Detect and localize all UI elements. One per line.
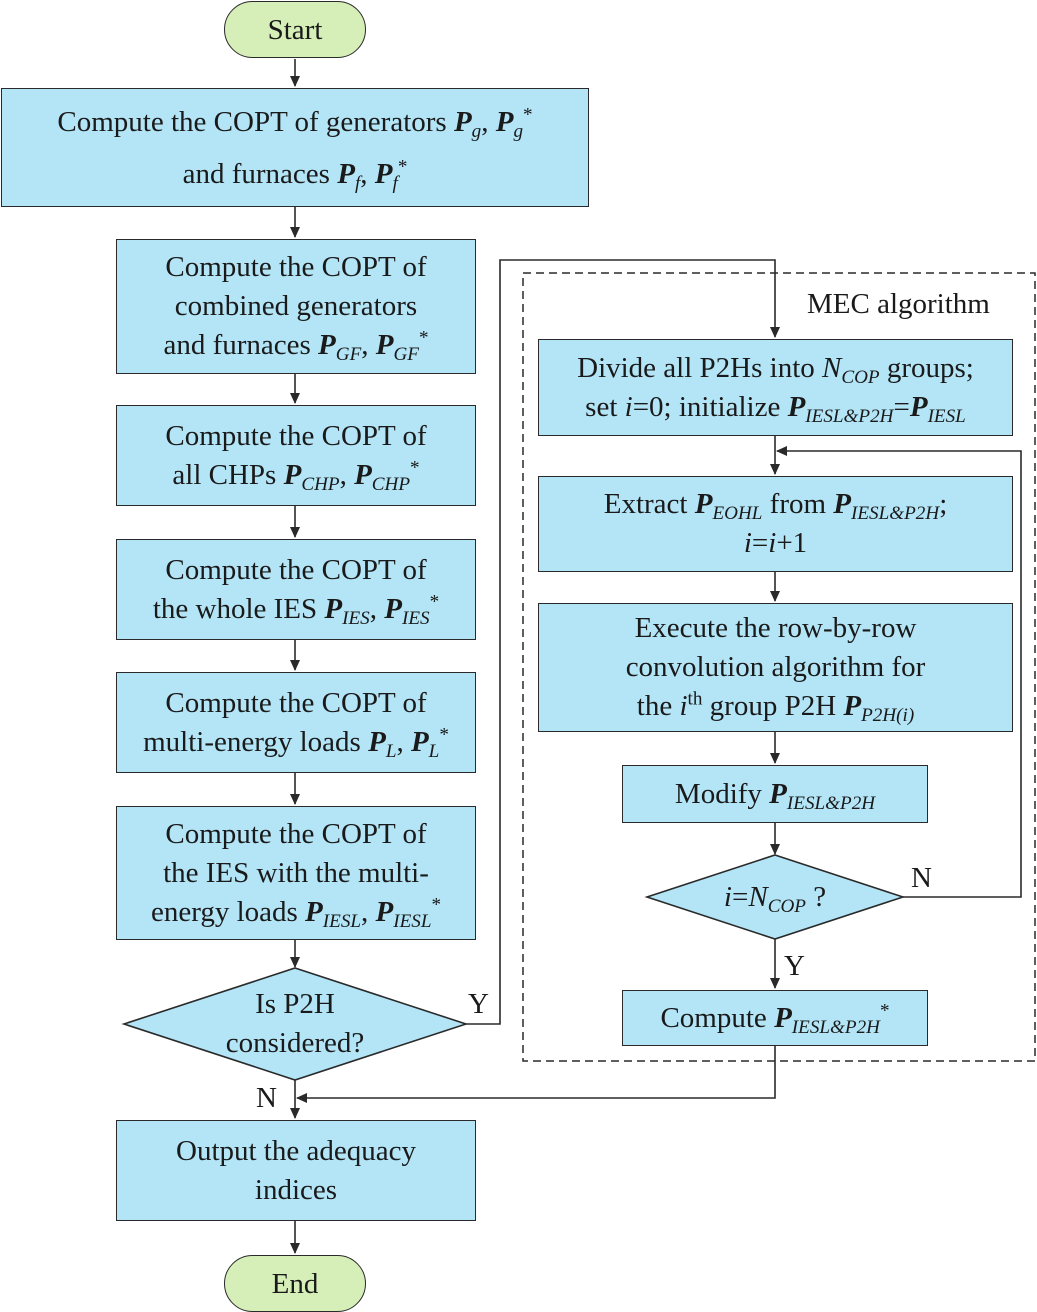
- arrow-yes-to-mec: [466, 259, 780, 1025]
- arrow-compute-to-output: [296, 1046, 776, 1103]
- copt-iesl-line2: the IES with the multi-: [163, 856, 429, 889]
- copt-iesl-line1: Compute the COPT of: [165, 817, 427, 850]
- copt-iesl-box: Compute the COPT of the IES with the mul…: [116, 806, 476, 940]
- mec-modify-box: Modify PIESL&P2H: [622, 765, 928, 823]
- copt-generators-furnaces-line1: Compute the COPT of generators Pg, Pg*: [57, 103, 533, 142]
- mec-divide-line1: Divide all P2Hs into NCOP groups;: [577, 351, 974, 388]
- label-no-p2h: N: [256, 1082, 277, 1114]
- copt-loads-box: Compute the COPT of multi-energy loads P…: [116, 672, 476, 773]
- copt-combined-gf-line2: combined generators: [174, 290, 418, 322]
- label-yes-loop: Y: [784, 950, 805, 982]
- copt-combined-gf-line3: and furnaces PGF, PGF*: [163, 327, 429, 366]
- mec-compute-box: Compute PIESL&P2H*: [622, 990, 928, 1046]
- output-line1: Output the adequacy: [176, 1134, 416, 1167]
- mec-extract-line2: i=i+1: [743, 527, 808, 559]
- output-line2: indices: [254, 1173, 338, 1206]
- arrow-no-loop-back: [776, 446, 1022, 898]
- copt-iesl-line3: energy loads PIESL, PIESL*: [150, 893, 442, 932]
- mec-modify-line: Modify PIESL&P2H: [674, 778, 876, 815]
- copt-chp-line2: all CHPs PCHP, PCHP*: [172, 456, 420, 495]
- start-label: Start: [267, 13, 323, 46]
- mec-execute-box: Execute the row-by-row convolution algor…: [538, 603, 1013, 732]
- copt-loads-line2: multi-energy loads PL, PL*: [143, 723, 449, 762]
- start-terminal: Start: [224, 1, 366, 58]
- copt-ies-line1: Compute the COPT of: [165, 553, 427, 586]
- mec-divide-line2: set i=0; initialize PIESL&P2H=PIESL: [585, 390, 966, 427]
- p2h-decision-line1: Is P2H: [255, 988, 335, 1020]
- end-terminal: End: [224, 1255, 366, 1312]
- copt-chp-line1: Compute the COPT of: [165, 419, 427, 452]
- output-box: Output the adequacy indices: [116, 1120, 476, 1221]
- mec-extract-box: Extract PEOHL from PIESL&P2H; i=i+1: [538, 476, 1013, 572]
- mec-execute-line2: convolution algorithm for: [625, 651, 926, 683]
- copt-generators-furnaces-line2: and furnaces Pf, Pf*: [182, 155, 408, 194]
- mec-algorithm-label: MEC algorithm: [807, 288, 990, 320]
- copt-combined-gf-box: Compute the COPT of combined generators …: [116, 239, 476, 374]
- mec-loop-decision: i=NCOP ?: [647, 855, 903, 939]
- mec-loop-decision-text: i=NCOP ?: [723, 881, 827, 918]
- mec-execute-line3: the ith group P2H PP2H(i): [636, 688, 915, 727]
- copt-chp-box: Compute the COPT of all CHPs PCHP, PCHP*: [116, 405, 476, 506]
- mec-execute-line1: Execute the row-by-row: [634, 612, 917, 644]
- copt-ies-line2: the whole IES PIES, PIES*: [152, 590, 440, 629]
- label-yes-p2h: Y: [468, 988, 489, 1020]
- mec-extract-line1: Extract PEOHL from PIESL&P2H;: [603, 488, 948, 525]
- mec-compute-line: Compute PIESL&P2H*: [660, 1000, 890, 1039]
- end-label: End: [271, 1267, 319, 1300]
- copt-loads-line1: Compute the COPT of: [165, 686, 427, 719]
- p2h-decision: Is P2H considered?: [124, 968, 466, 1080]
- copt-combined-gf-line1: Compute the COPT of: [165, 251, 427, 283]
- copt-ies-box: Compute the COPT of the whole IES PIES, …: [116, 539, 476, 640]
- copt-generators-furnaces-box: Compute the COPT of generators Pg, Pg* a…: [1, 88, 589, 207]
- p2h-decision-line2: considered?: [225, 1027, 365, 1059]
- label-no-loop: N: [911, 862, 932, 894]
- mec-divide-box: Divide all P2Hs into NCOP groups; set i=…: [538, 339, 1013, 436]
